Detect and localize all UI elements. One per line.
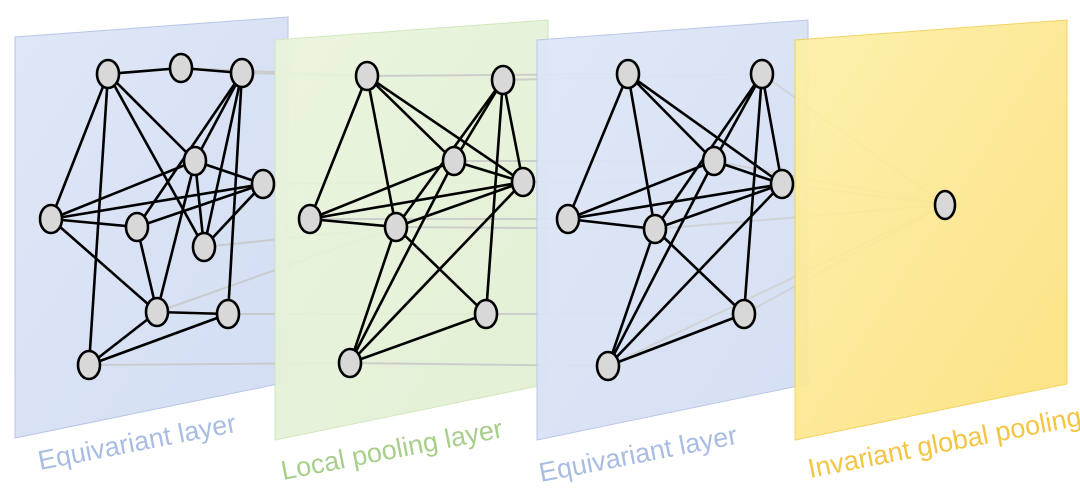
- node: [337, 347, 363, 379]
- plane-global-pooling: [794, 19, 1068, 441]
- graph-equivariant-1: [38, 52, 276, 381]
- node: [473, 298, 499, 330]
- node: [38, 203, 64, 235]
- node: [95, 58, 121, 90]
- node: [642, 213, 668, 245]
- node: [250, 168, 276, 200]
- node: [229, 57, 255, 89]
- graph-2-nodes: [297, 60, 536, 379]
- global-pooled-node: [933, 189, 957, 221]
- node: [749, 58, 775, 90]
- node: [124, 211, 150, 243]
- node: [297, 203, 323, 235]
- graph-equivariant-2: [555, 58, 795, 382]
- node: [701, 145, 727, 177]
- node: [76, 349, 102, 381]
- node: [615, 58, 641, 90]
- node: [354, 60, 380, 92]
- node: [595, 350, 621, 382]
- node: [555, 203, 581, 235]
- graph-2-edges: [308, 74, 525, 365]
- node: [215, 298, 241, 330]
- graph-local-pooling: [297, 60, 536, 379]
- node: [441, 145, 467, 177]
- node: [168, 52, 194, 84]
- node: [490, 64, 516, 96]
- graph-3-nodes: [555, 58, 795, 382]
- node: [182, 145, 208, 177]
- graph-3-edges: [566, 72, 784, 368]
- node: [144, 296, 170, 328]
- node: [510, 166, 536, 198]
- graph-1-nodes: [38, 52, 276, 381]
- node: [383, 211, 409, 243]
- node: [769, 168, 795, 200]
- node: [191, 231, 217, 263]
- node: [731, 298, 757, 330]
